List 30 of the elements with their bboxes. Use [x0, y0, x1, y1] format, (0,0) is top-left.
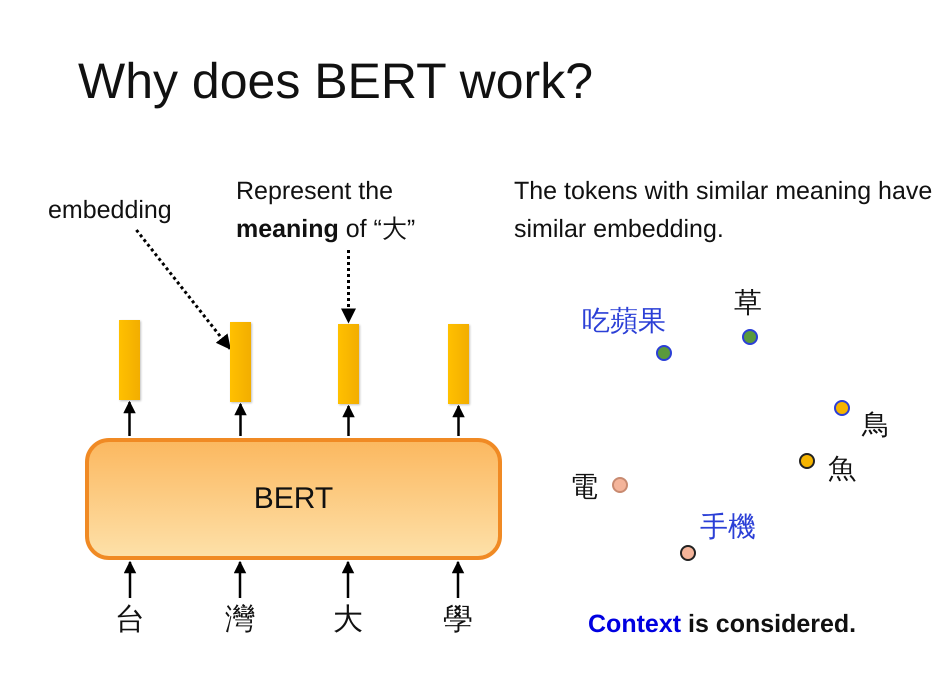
- arrow: [234, 560, 246, 598]
- arrow: [452, 560, 464, 598]
- note-text: The tokens with similar meaning have similar embedding.: [514, 176, 934, 245]
- word-label: 手機: [700, 510, 756, 544]
- arrow: [342, 560, 354, 598]
- word-label: 魚: [828, 452, 856, 486]
- word-label: 吃蘋果: [582, 304, 666, 338]
- model-box: BERT: [85, 438, 502, 560]
- slide-title: Why does BERT work?: [78, 52, 594, 110]
- dotted-arrow: [135, 229, 232, 350]
- word-label: 鳥: [862, 408, 890, 442]
- arrow: [124, 560, 136, 598]
- arrow: [123, 400, 136, 436]
- input-token: 大: [330, 600, 366, 640]
- arrow: [452, 404, 465, 436]
- input-token: 台: [112, 600, 148, 640]
- dotted-arrow: [341, 250, 356, 324]
- embedding-bar: [230, 322, 251, 402]
- input-token: 學: [440, 600, 476, 640]
- word-label: 草: [734, 286, 762, 320]
- word-label: 電: [570, 470, 598, 504]
- arrow: [342, 404, 355, 436]
- arrow: [234, 402, 247, 436]
- embedding-bar: [119, 320, 140, 400]
- note-text: Context is considered.: [588, 610, 856, 639]
- annotation-text: embedding: [48, 196, 198, 230]
- input-token: 灣: [222, 600, 258, 640]
- annotation-text: Represent the meaning of “大”: [236, 172, 476, 248]
- embedding-bar: [338, 324, 359, 404]
- embedding-bar: [448, 324, 469, 404]
